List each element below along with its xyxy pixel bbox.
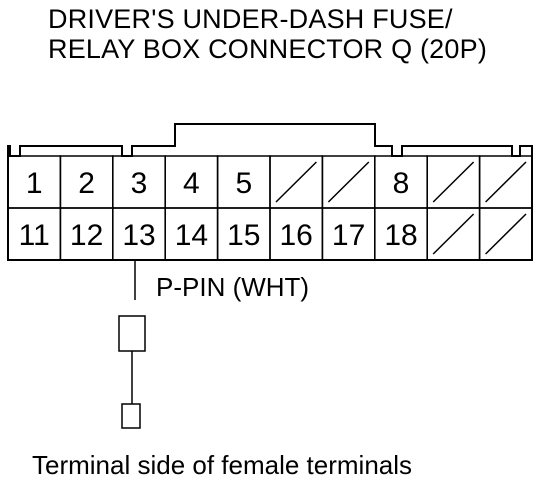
diagram-caption: Terminal side of female terminals — [32, 450, 413, 480]
terminal-number: 3 — [131, 167, 148, 200]
terminal-number: 2 — [78, 167, 95, 200]
unused-terminal-slash — [485, 161, 527, 203]
terminal-number: 16 — [280, 219, 313, 252]
terminal-number: 12 — [70, 219, 103, 252]
terminal-number: 15 — [227, 219, 260, 252]
unused-terminal-slash — [327, 161, 370, 203]
unused-terminal-slash — [432, 161, 475, 203]
probe-label: P-PIN (WHT) — [156, 272, 309, 302]
diagram-title-line-1: DRIVER'S UNDER-DASH FUSE/ — [48, 4, 453, 34]
connector-lock-tab — [174, 124, 376, 146]
unused-terminal-slash — [432, 213, 475, 255]
terminal-number: 5 — [235, 167, 252, 200]
terminal-number: 8 — [393, 167, 410, 200]
terminal-number: 17 — [332, 219, 365, 252]
terminal-number: 14 — [175, 219, 208, 252]
terminal-number: 1 — [26, 167, 43, 200]
terminal-cell — [478, 207, 533, 261]
probe-pin-tip — [121, 403, 141, 429]
unused-terminal-slash — [485, 213, 527, 255]
unused-terminal-slash — [275, 161, 317, 203]
terminal-number: 13 — [122, 219, 155, 252]
probe-pin-body — [118, 315, 146, 352]
terminal-number: 11 — [19, 219, 50, 252]
terminal-number: 4 — [183, 167, 200, 200]
diagram-title-line-2: RELAY BOX CONNECTOR Q (20P) — [48, 34, 488, 64]
terminal-number: 18 — [384, 219, 417, 252]
